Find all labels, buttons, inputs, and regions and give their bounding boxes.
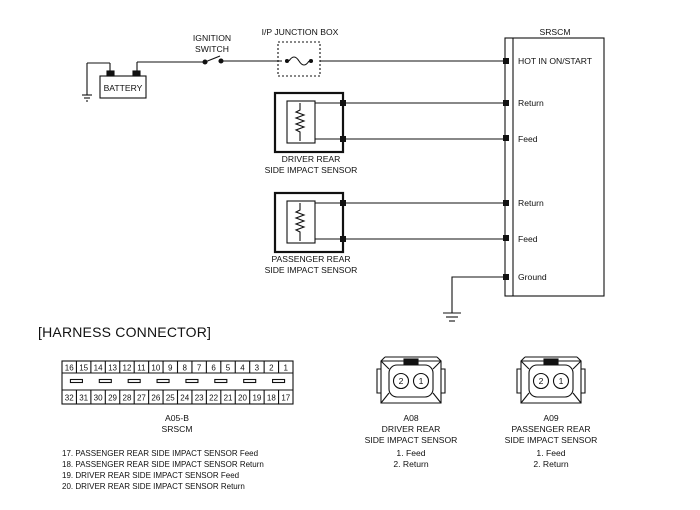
junction-box-label: I/P JUNCTION BOX [262,27,339,37]
passenger-sensor-label-2: SIDE IMPACT SENSOR [265,265,358,275]
a08-name-2: SIDE IMPACT SENSOR [365,435,458,445]
connector-key-dash [98,378,112,384]
a08-code: A08 [403,413,419,423]
connector-pin-number-bottom: 27 [137,394,146,403]
connector-pin-number-bottom: 19 [252,394,261,403]
module-pin-ground [503,274,509,280]
passenger-sensor-symbol [273,191,504,254]
connector-pin-number-top: 6 [211,364,216,373]
connector-pin-number-top: 8 [182,364,187,373]
connector-pin-number-top: 3 [255,364,260,373]
connector-pin-number-top: 11 [137,364,146,373]
a09-pin-2: 2 [539,376,544,386]
a08-name-1: DRIVER REAR [382,424,441,434]
connector-key-dash [272,378,286,384]
connector-pin-number-bottom: 26 [151,394,160,403]
connector-pin-number-bottom: 24 [180,394,189,403]
connector-pin-number-top: 16 [65,364,74,373]
driver-sensor-label-1: DRIVER REAR [282,154,341,164]
driver-sensor-symbol [273,91,504,154]
connector-pin-number-bottom: 29 [108,394,117,403]
connector-pin-number-bottom: 32 [65,394,74,403]
connector-pin-number-top: 1 [284,364,289,373]
module-pin-feed-2-label: Feed [518,234,538,244]
connector-pin-number-top: 15 [79,364,88,373]
connector-pin-number-top: 10 [151,364,160,373]
module-pin-feed-2 [503,235,509,241]
connector-pin-number-top: 7 [197,364,202,373]
srscm-connector-outline [61,360,294,405]
pin-description: 18. PASSENGER REAR SIDE IMPACT SENSOR Re… [62,460,264,469]
a08-pin-desc-2: 2. Return [393,459,429,469]
a09-pin-desc-1: 1. Feed [536,448,565,458]
connector-pin-number-bottom: 20 [238,394,247,403]
connector-pin-number-top: 2 [269,364,274,373]
connector-pin-number-top: 9 [168,364,173,373]
module-pin-return-2-label: Return [518,198,544,208]
module-pin-return-1 [503,100,509,106]
a09-code: A09 [543,413,559,423]
module-pin-hot-label: HOT IN ON/START [518,56,593,66]
connector-pin-number-top: 5 [226,364,231,373]
connector-key-dash [243,378,257,384]
srscm-connector-name: SRSCM [161,424,192,434]
a08-connector-shape [376,356,446,404]
connector-pin-number-top: 14 [94,364,103,373]
connector-pin-number-bottom: 22 [209,394,218,403]
module-pin-return-1-label: Return [518,98,544,108]
pin-description: 20. DRIVER REAR SIDE IMPACT SENSOR Retur… [62,482,245,491]
connector-key-dash [214,378,228,384]
connector-pin-number-bottom: 17 [281,394,290,403]
a08-pin-1: 1 [419,376,424,386]
pin-description: 17. PASSENGER REAR SIDE IMPACT SENSOR Fe… [62,449,258,458]
ground-symbol [443,276,504,322]
connector-key-dash [185,378,199,384]
module-pin-return-2 [503,200,509,206]
module-pin-feed-1 [503,135,509,141]
harness-heading: [HARNESS CONNECTOR] [38,324,211,340]
module-title: SRSCM [539,27,570,37]
connector-pin-number-bottom: 23 [195,394,204,403]
a09-pin-desc-2: 2. Return [533,459,569,469]
a08-pin-desc-1: 1. Feed [396,448,425,458]
a09-pin-1: 1 [559,376,564,386]
connector-pin-number-top: 4 [240,364,245,373]
connector-pin-number-bottom: 25 [166,394,175,403]
ignition-switch-label-2: SWITCH [195,44,229,54]
module-pin-hot [503,58,509,64]
module-pin-ground-label: Ground [518,272,547,282]
passenger-sensor-label-1: PASSENGER REAR [271,254,350,264]
ignition-switch-label-1: IGNITION [193,33,231,43]
ignition-switch-symbol [202,55,282,65]
a09-connector-shape [516,356,586,404]
connector-key-dash [127,378,141,384]
connector-pin-number-bottom: 18 [267,394,276,403]
connector-key-dash [69,378,83,384]
connector-pin-number-top: 13 [108,364,117,373]
module-pin-feed-1-label: Feed [518,134,538,144]
srscm-module-box [504,37,605,297]
a09-name-2: SIDE IMPACT SENSOR [505,435,598,445]
connector-pin-number-bottom: 28 [123,394,132,403]
a08-pin-2: 2 [399,376,404,386]
connector-key-dash [156,378,170,384]
connector-pin-number-top: 12 [123,364,132,373]
connector-pin-number-bottom: 21 [224,394,233,403]
connector-pin-number-bottom: 31 [79,394,88,403]
battery-symbol [82,61,203,102]
junction-box-symbol [277,41,504,77]
battery-label: BATTERY [104,83,143,93]
a09-name-1: PASSENGER REAR [511,424,590,434]
pin-description: 19. DRIVER REAR SIDE IMPACT SENSOR Feed [62,471,239,480]
connector-pin-number-bottom: 30 [94,394,103,403]
srscm-connector-code: A05-B [165,413,189,423]
driver-sensor-label-2: SIDE IMPACT SENSOR [265,165,358,175]
